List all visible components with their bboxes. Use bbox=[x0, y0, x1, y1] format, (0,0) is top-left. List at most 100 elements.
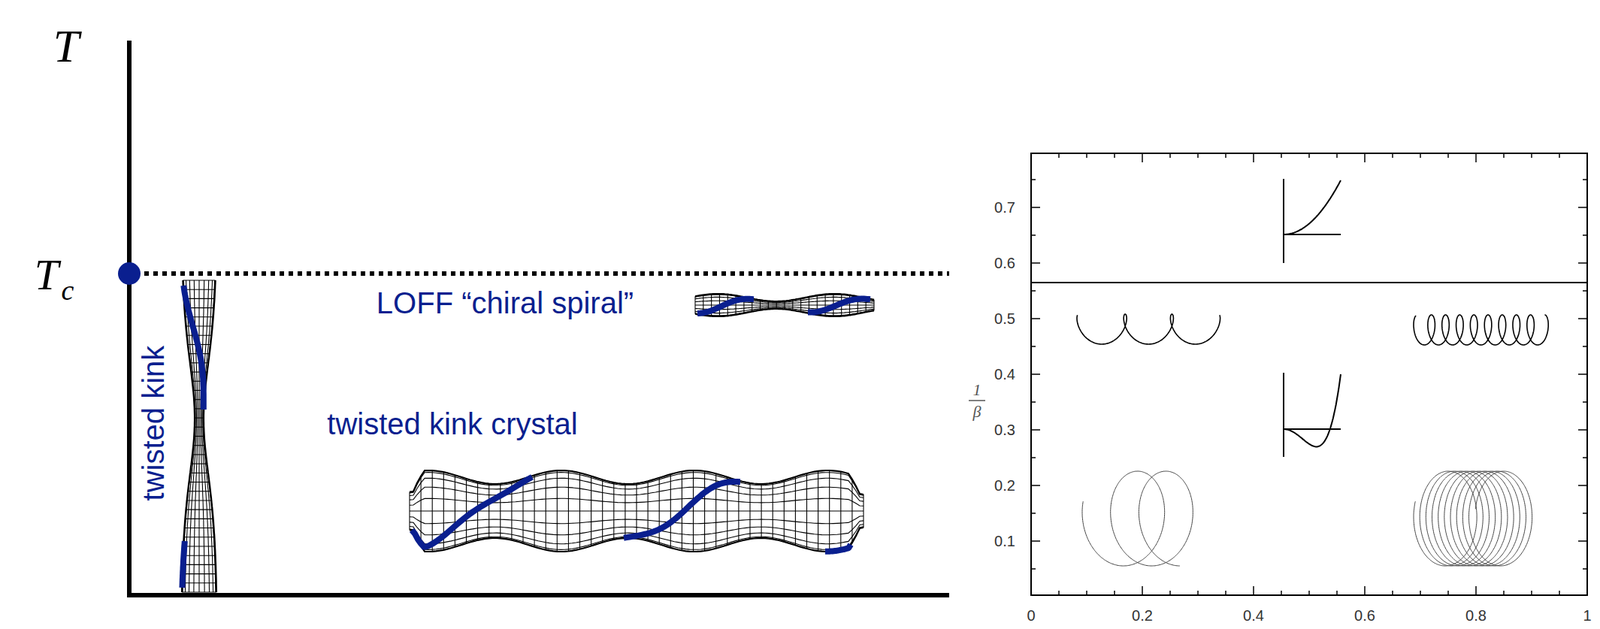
mesh-ring bbox=[624, 483, 626, 539]
mesh-ring bbox=[556, 470, 558, 552]
tick-label: 1 bbox=[1582, 607, 1591, 624]
tick bbox=[1197, 590, 1199, 596]
tick bbox=[1031, 568, 1036, 570]
tick-label: 0.5 bbox=[994, 311, 1016, 327]
tick bbox=[1578, 317, 1588, 320]
mesh-ring bbox=[783, 300, 785, 309]
tick bbox=[1586, 586, 1588, 596]
mesh-ring bbox=[182, 279, 215, 281]
axis-label: T bbox=[34, 253, 59, 297]
tick bbox=[1364, 153, 1366, 163]
critical-point bbox=[117, 262, 141, 285]
mesh-ring bbox=[759, 299, 761, 310]
phase-label: twisted kink crystal bbox=[326, 408, 578, 439]
tick bbox=[1031, 540, 1041, 542]
tick-label: 0 bbox=[1026, 607, 1035, 624]
mesh-ring bbox=[749, 483, 751, 539]
mesh-ring bbox=[635, 483, 637, 539]
plot-frame bbox=[1031, 153, 1588, 596]
mesh-ring bbox=[704, 471, 705, 551]
tick bbox=[1169, 153, 1171, 158]
tick bbox=[1578, 484, 1588, 487]
tick bbox=[1031, 373, 1041, 376]
axis-label: 1 bbox=[973, 381, 982, 399]
tick bbox=[1085, 153, 1088, 158]
tick-label: 0.3 bbox=[994, 422, 1016, 438]
tick bbox=[1530, 153, 1533, 158]
mesh-ring bbox=[840, 471, 841, 551]
tick bbox=[1582, 401, 1588, 403]
fraction-bar bbox=[968, 399, 986, 402]
tick bbox=[1031, 290, 1036, 292]
tick bbox=[1113, 590, 1116, 596]
mesh-ring bbox=[183, 289, 215, 291]
tick-label: 0.1 bbox=[994, 533, 1016, 549]
tick bbox=[1582, 456, 1588, 459]
axis-label: β bbox=[973, 403, 982, 421]
tick bbox=[1558, 590, 1561, 596]
tick bbox=[1141, 153, 1144, 163]
tube-mesh bbox=[409, 470, 864, 552]
mesh-ring bbox=[545, 471, 547, 550]
potential-axis bbox=[1282, 372, 1285, 457]
mesh-ring bbox=[181, 591, 217, 593]
tick bbox=[1336, 590, 1338, 596]
mesh-ring bbox=[185, 509, 212, 511]
mesh-ring bbox=[694, 296, 696, 314]
tick bbox=[1582, 512, 1588, 515]
potential-axis bbox=[1282, 178, 1285, 264]
mesh-ring bbox=[579, 472, 581, 550]
tick-label: 0.2 bbox=[1131, 607, 1153, 624]
trajectory bbox=[1076, 314, 1221, 345]
mesh-ring bbox=[659, 477, 660, 545]
phase-stripe bbox=[697, 299, 754, 314]
potential-axis bbox=[1283, 428, 1341, 430]
phase-stripe bbox=[825, 544, 851, 552]
phase-stripe bbox=[411, 477, 533, 548]
tick bbox=[1503, 153, 1505, 158]
mesh-ring bbox=[193, 444, 206, 446]
tick-label: 0.6 bbox=[1354, 607, 1376, 624]
tick bbox=[1280, 153, 1283, 158]
mesh-ring bbox=[194, 426, 204, 428]
plot-ticks bbox=[1031, 153, 1588, 596]
tick bbox=[1085, 590, 1088, 596]
temperature-axis bbox=[127, 40, 132, 597]
mesh-ring bbox=[670, 474, 672, 548]
mesh-ring bbox=[873, 299, 875, 312]
mesh-ring bbox=[184, 527, 214, 529]
tick bbox=[1447, 590, 1449, 596]
tick bbox=[1364, 586, 1366, 596]
tick bbox=[1447, 153, 1449, 158]
tick bbox=[1197, 153, 1199, 158]
tick bbox=[1419, 153, 1422, 158]
mesh-ring bbox=[184, 518, 213, 520]
mesh-ring bbox=[408, 492, 410, 531]
mesh-ring bbox=[783, 480, 785, 542]
trajectory bbox=[1082, 471, 1193, 566]
tick bbox=[1169, 590, 1171, 596]
mesh-ring bbox=[191, 463, 208, 465]
tick bbox=[1586, 153, 1588, 163]
mesh-ring bbox=[187, 490, 211, 492]
tick bbox=[1280, 590, 1283, 596]
tick bbox=[1031, 456, 1036, 459]
mesh-ring bbox=[568, 470, 569, 551]
tick bbox=[1336, 153, 1338, 158]
tick bbox=[1391, 590, 1394, 596]
tick bbox=[1030, 586, 1032, 596]
tick-label: 0.2 bbox=[994, 477, 1016, 494]
mesh-ring bbox=[828, 470, 830, 552]
mesh-ring bbox=[186, 335, 212, 336]
mesh-ring bbox=[737, 480, 739, 542]
phase-boundary bbox=[1031, 281, 1588, 284]
tick bbox=[1308, 153, 1310, 158]
tick bbox=[1391, 153, 1394, 158]
tick bbox=[1475, 586, 1477, 596]
mesh-ring bbox=[768, 301, 769, 310]
trajectory bbox=[1413, 314, 1549, 345]
tick bbox=[1058, 153, 1060, 158]
tick bbox=[1113, 153, 1116, 158]
mesh-ring bbox=[772, 483, 774, 540]
